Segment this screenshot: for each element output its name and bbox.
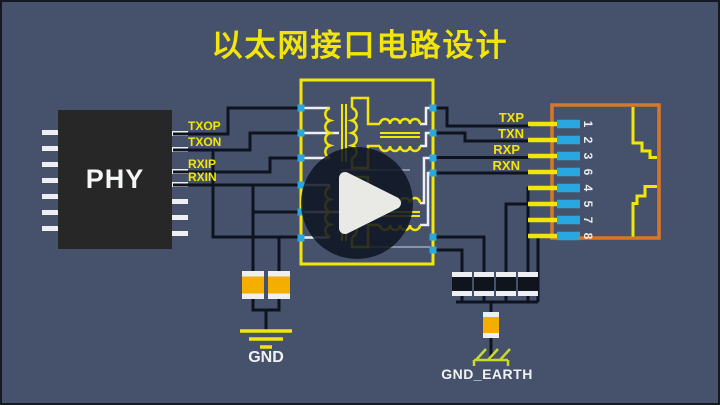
- rj45-pin-stubs: [528, 121, 557, 239]
- phy-chip-label: PHY: [85, 164, 145, 194]
- rj45-pin-number-1: 1: [581, 120, 595, 128]
- out-label-txn: TXN: [498, 126, 524, 141]
- gnd-capacitors: [242, 271, 290, 299]
- earth-capacitor: [483, 312, 499, 338]
- gnd-symbol: [240, 329, 292, 349]
- rj45-connector: [528, 103, 661, 241]
- pin-label-txon: TXON: [188, 135, 222, 149]
- pin-label-rxip: RXIP: [188, 157, 217, 171]
- rj45-pin-number-4: 4: [581, 184, 595, 192]
- rj45-pin-number-3: 3: [581, 152, 595, 160]
- rj45-jack-profile: [631, 107, 657, 237]
- out-label-rxn: RXN: [492, 158, 520, 173]
- page-title: 以太网接口电路设计: [211, 28, 509, 63]
- gnd-label: GND: [248, 349, 284, 366]
- play-icon: [339, 172, 401, 234]
- rj45-pin-number-8: 8: [581, 232, 595, 240]
- phy-chip: PHY: [58, 110, 172, 249]
- pin-label-rxin: RXIN: [188, 170, 217, 184]
- phy-pins-left: [42, 130, 58, 231]
- rj45-pin-number-7: 7: [581, 216, 595, 224]
- rj45-pads: [557, 119, 580, 241]
- rj45-pin-number-5: 5: [581, 200, 595, 208]
- out-label-txp: TXP: [498, 110, 524, 125]
- rj45-pin-number-2: 2: [581, 136, 595, 144]
- play-button[interactable]: [301, 147, 413, 259]
- out-label-rxp: RXP: [493, 142, 520, 157]
- gnd-earth-symbol: [472, 348, 511, 366]
- pin-label-txop: TXOP: [188, 119, 221, 133]
- termination-resistors: [452, 272, 538, 296]
- signal-wires-left: [173, 106, 301, 330]
- rj45-pin-number-6: 6: [581, 168, 595, 176]
- gnd-earth-label: GND_EARTH: [441, 366, 533, 382]
